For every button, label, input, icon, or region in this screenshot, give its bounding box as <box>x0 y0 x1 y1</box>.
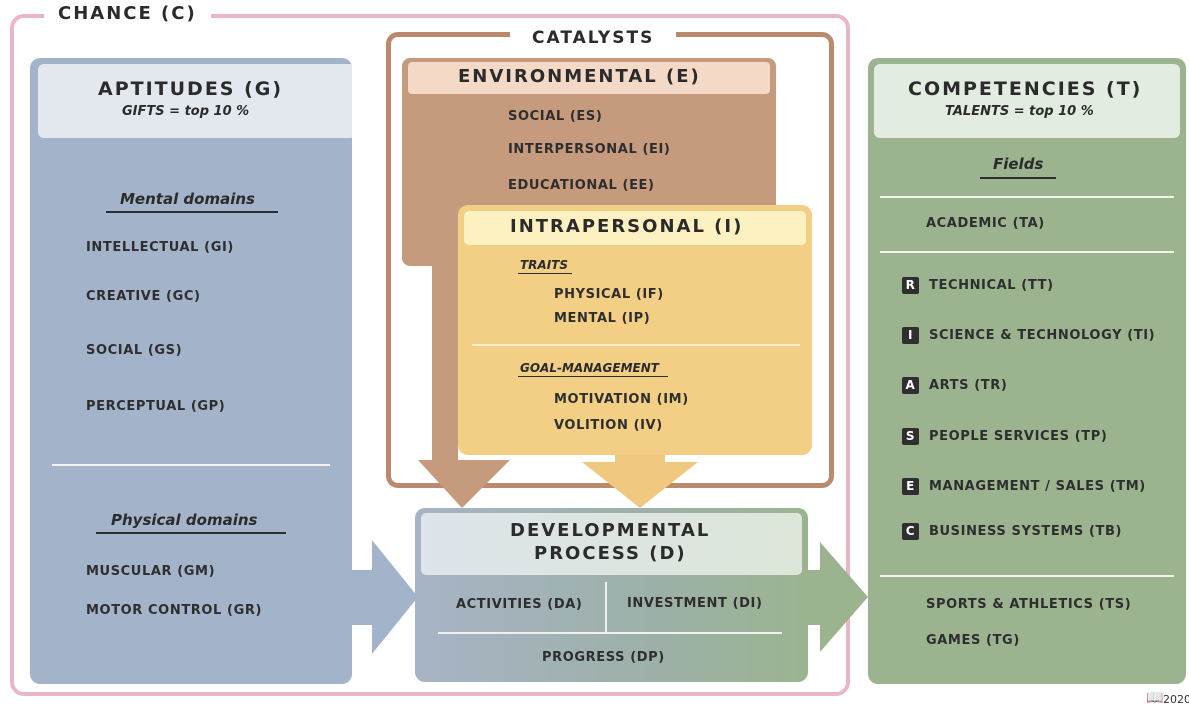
intrapersonal-item-mental: MENTAL (IP) <box>554 311 651 326</box>
mental-domains-underline <box>106 211 278 213</box>
chance-title: CHANCE (C) <box>44 3 211 24</box>
competency-item-academic: ACADEMIC (TA) <box>926 216 1045 231</box>
riasec-letter-r: R <box>902 277 919 294</box>
aptitudes-header <box>38 64 352 138</box>
aptitudes-title: APTITUDES (G) <box>98 78 284 100</box>
aptitudes-divider <box>52 464 330 466</box>
aptitude-item-perceptual: PERCEPTUAL (GP) <box>86 399 226 414</box>
intrapersonal-item-physical: PHYSICAL (IF) <box>554 287 664 302</box>
fields-underline <box>980 177 1056 179</box>
competency-label-science-technology: SCIENCE & TECHNOLOGY (TI) <box>929 328 1156 343</box>
environmental-item-educational: EDUCATIONAL (EE) <box>508 178 655 193</box>
intrapersonal-item-motivation: MOTIVATION (IM) <box>554 392 689 407</box>
traits-heading: TRAITS <box>520 258 569 272</box>
aptitude-item-creative: CREATIVE (GC) <box>86 289 201 304</box>
developmental-title-line1: DEVELOPMENTAL <box>510 520 711 541</box>
chance-frame <box>10 14 850 696</box>
arrow-developmental-to-competencies <box>800 542 868 652</box>
intrapersonal-header <box>464 211 806 245</box>
aptitudes-subtitle: GIFTS = top 10 % <box>122 104 250 119</box>
environmental-item-interpersonal: INTERPERSONAL (EI) <box>508 142 671 157</box>
competency-label-people-services: PEOPLE SERVICES (TP) <box>929 429 1108 444</box>
catalysts-title: CATALYSTS <box>510 28 677 48</box>
competencies-box <box>868 58 1186 684</box>
aptitudes-box <box>30 58 352 684</box>
competencies-header <box>874 64 1180 138</box>
intrapersonal-item-volition: VOLITION (IV) <box>554 418 663 433</box>
competencies-divider-1 <box>880 196 1174 198</box>
intrapersonal-title: INTRAPERSONAL (I) <box>510 216 744 237</box>
intrapersonal-box <box>458 205 812 455</box>
competency-item-arts: A ARTS (TR) <box>902 377 1007 394</box>
footer-year: 2020 <box>1163 693 1189 706</box>
competencies-subtitle: TALENTS = top 10 % <box>945 104 1094 119</box>
environmental-title: ENVIRONMENTAL (E) <box>458 66 701 87</box>
riasec-letter-e: E <box>902 478 919 495</box>
fields-heading: Fields <box>993 155 1044 173</box>
developmental-horizontal-divider <box>438 632 782 634</box>
traits-underline <box>518 273 572 274</box>
developmental-title-line2: PROCESS (D) <box>534 543 687 564</box>
developmental-item-investment: INVESTMENT (DI) <box>627 596 763 611</box>
competency-label-arts: ARTS (TR) <box>929 378 1008 393</box>
aptitude-item-motor-control: MOTOR CONTROL (GR) <box>86 603 263 618</box>
developmental-item-progress: PROGRESS (DP) <box>542 650 665 665</box>
competency-item-people-services: S PEOPLE SERVICES (TP) <box>902 428 1107 445</box>
competency-item-sports: SPORTS & ATHLETICS (TS) <box>926 597 1132 612</box>
competency-label-management-sales: MANAGEMENT / SALES (TM) <box>929 479 1146 494</box>
competencies-divider-3 <box>880 575 1174 577</box>
developmental-item-activities: ACTIVITIES (DA) <box>456 597 583 612</box>
goal-management-heading: GOAL-MANAGEMENT <box>520 361 659 375</box>
riasec-letter-a: A <box>902 377 919 394</box>
mental-domains-heading: Mental domains <box>120 190 255 208</box>
developmental-header <box>421 513 802 575</box>
physical-domains-underline <box>96 532 286 534</box>
competency-label-technical: TECHNICAL (TT) <box>929 278 1054 293</box>
competency-label-business-systems: BUSINESS SYSTEMS (TB) <box>929 524 1123 539</box>
competency-item-games: GAMES (TG) <box>926 633 1020 648</box>
aptitude-item-social: SOCIAL (GS) <box>86 343 183 358</box>
competency-item-management-sales: E MANAGEMENT / SALES (TM) <box>902 478 1146 495</box>
goal-management-underline <box>518 376 668 377</box>
environmental-header <box>408 62 770 94</box>
intrapersonal-divider <box>472 344 800 346</box>
arrow-intrapersonal-down <box>582 448 698 508</box>
competencies-title: COMPETENCIES (T) <box>908 78 1143 100</box>
developmental-vertical-divider <box>605 582 607 632</box>
physical-domains-heading: Physical domains <box>111 511 258 529</box>
arrow-aptitudes-to-developmental <box>330 540 418 654</box>
competencies-divider-2 <box>880 251 1174 253</box>
riasec-letter-i: I <box>902 327 919 344</box>
riasec-letter-s: S <box>902 428 919 445</box>
riasec-letter-c: C <box>902 523 919 540</box>
competency-item-science-technology: I SCIENCE & TECHNOLOGY (TI) <box>902 327 1155 344</box>
competency-item-technical: R TECHNICAL (TT) <box>902 277 1054 294</box>
developmental-box <box>415 508 808 682</box>
copyright-icon: 📖 <box>1146 690 1164 706</box>
environmental-item-social: SOCIAL (ES) <box>508 109 603 124</box>
aptitude-item-intellectual: INTELLECTUAL (GI) <box>86 240 234 255</box>
aptitude-item-muscular: MUSCULAR (GM) <box>86 564 216 579</box>
competency-item-business-systems: C BUSINESS SYSTEMS (TB) <box>902 523 1122 540</box>
arrow-environmental-down <box>418 262 510 508</box>
